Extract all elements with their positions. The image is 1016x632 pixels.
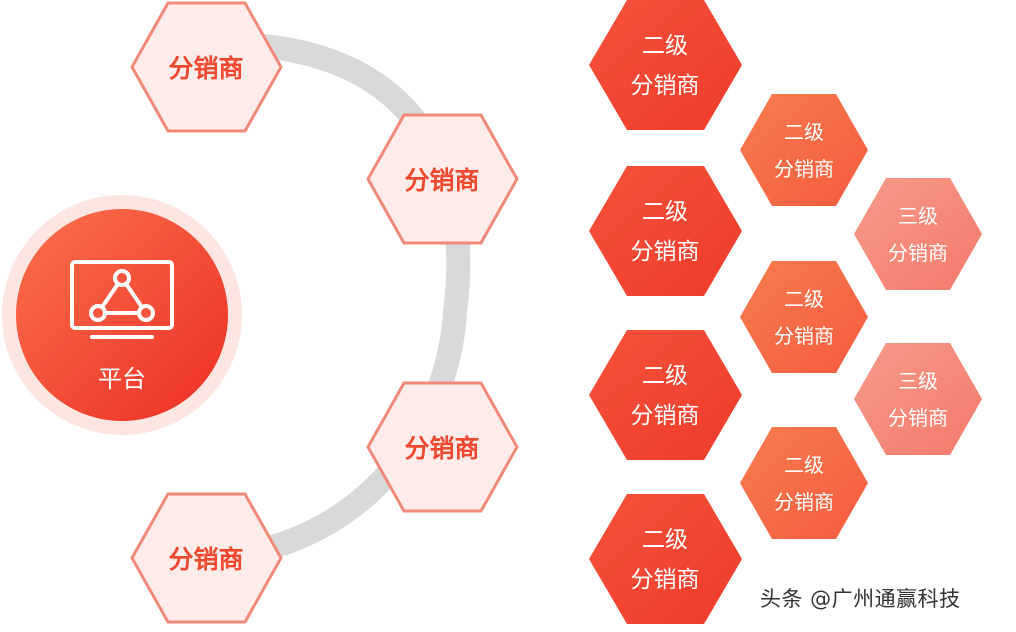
level2-node-4: 二级 分销商 [589, 494, 742, 624]
level2-node-6: 二级 分销商 [740, 261, 868, 373]
level2-line1: 二级 [642, 199, 688, 225]
level2-line2: 分销商 [631, 403, 700, 429]
level2-line1: 二级 [784, 453, 824, 477]
distributor-label: 分销商 [404, 166, 479, 195]
level3-line1: 三级 [898, 369, 938, 393]
level2-line2: 分销商 [774, 157, 834, 181]
level3-node-1: 三级 分销商 [854, 178, 982, 290]
monitor-network-icon [70, 260, 174, 339]
platform-node: 平台 [2, 195, 242, 435]
level2-node-5: 二级 分销商 [740, 94, 868, 206]
distributor-node-3: 分销商 [366, 381, 519, 513]
distributor-label: 分销商 [404, 434, 479, 463]
level2-line2: 分销商 [631, 73, 700, 99]
platform-label: 平台 [98, 365, 146, 393]
connection-arc [210, 32, 471, 568]
watermark: 头条 @广州通赢科技 [760, 587, 961, 611]
level2-node-7: 二级 分销商 [740, 427, 868, 539]
level2-line1: 二级 [784, 287, 824, 311]
level2-node-2: 二级 分销商 [589, 166, 742, 296]
level3-line2: 分销商 [888, 241, 948, 265]
level2-node-3: 二级 分销商 [589, 330, 742, 460]
level2-line1: 二级 [784, 120, 824, 144]
distributor-label: 分销商 [168, 54, 243, 83]
level2-line2: 分销商 [774, 324, 834, 348]
level2-node-1: 二级 分销商 [589, 0, 742, 130]
level2-line1: 二级 [642, 527, 688, 553]
level2-line1: 二级 [642, 363, 688, 389]
level3-node-2: 三级 分销商 [854, 343, 982, 455]
distributor-node-1: 分销商 [130, 1, 283, 133]
level2-line2: 分销商 [774, 490, 834, 514]
level2-line2: 分销商 [631, 239, 700, 265]
distributor-label: 分销商 [168, 545, 243, 574]
level3-line1: 三级 [898, 204, 938, 228]
level3-line2: 分销商 [888, 406, 948, 430]
level2-line2: 分销商 [631, 567, 700, 593]
distributor-node-2: 分销商 [366, 113, 519, 245]
level2-line1: 二级 [642, 33, 688, 59]
distributor-node-4: 分销商 [130, 492, 283, 624]
